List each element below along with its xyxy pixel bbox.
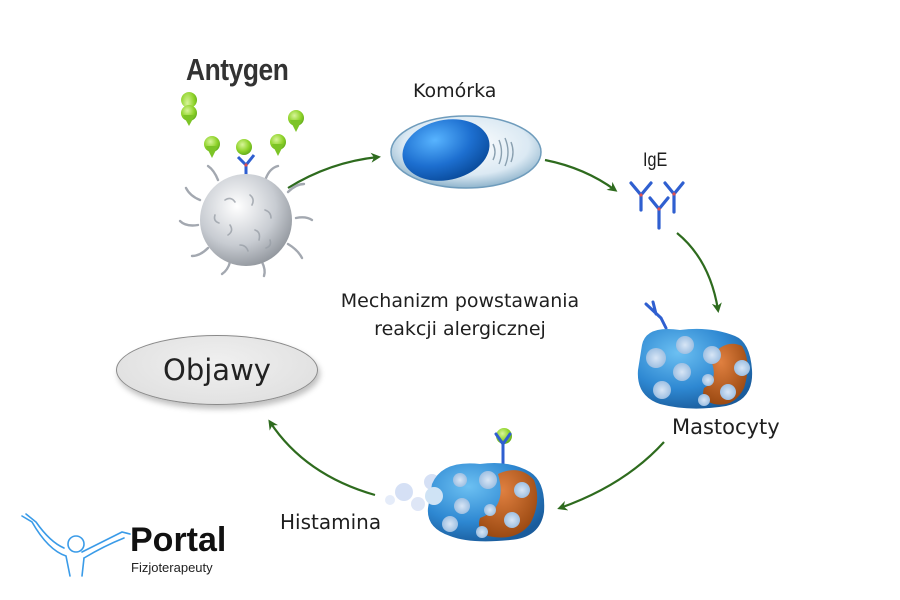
diagram-title-line-2: reakcji alergicznej <box>374 318 546 340</box>
objawy-label: Objawy <box>163 353 271 387</box>
arrow-mastocyty-to-histamina <box>557 441 665 511</box>
arrow-ige-to-mastocyty <box>676 232 722 313</box>
mast-cell-icon <box>637 300 753 409</box>
antygen-label: Antygen <box>186 52 289 87</box>
histamina-label: Histamina <box>280 510 382 534</box>
diagram-title: Mechanizm powstawania reakcji alergiczne… <box>300 287 620 343</box>
diagram-title-line-1: Mechanizm powstawania <box>340 290 580 312</box>
ige-label: IgE <box>643 150 668 171</box>
portal-logo-figure-icon <box>21 513 131 577</box>
arrow-histamina-to-objawy <box>268 419 376 497</box>
komorka-label: Komórka <box>413 80 497 102</box>
arrow-antygen-to-komorka <box>287 152 381 189</box>
mastocyty-label: Mastocyty <box>672 415 780 439</box>
antigen-cell-icon <box>178 92 314 278</box>
antibody-on-cell <box>236 154 256 176</box>
degranulating-mast-cell-icon <box>385 428 545 542</box>
cell-icon <box>390 115 542 189</box>
logo-title: Portal <box>130 521 227 559</box>
arrow-komorka-to-ige <box>544 158 618 192</box>
objawy-node: Objawy <box>116 335 318 405</box>
antibody-icon <box>629 181 685 230</box>
histamine-particles <box>385 474 440 511</box>
logo-subtitle: Fizjoterapeuty <box>131 560 213 575</box>
antigen-drops <box>181 92 304 158</box>
spiky-cell <box>178 164 314 278</box>
